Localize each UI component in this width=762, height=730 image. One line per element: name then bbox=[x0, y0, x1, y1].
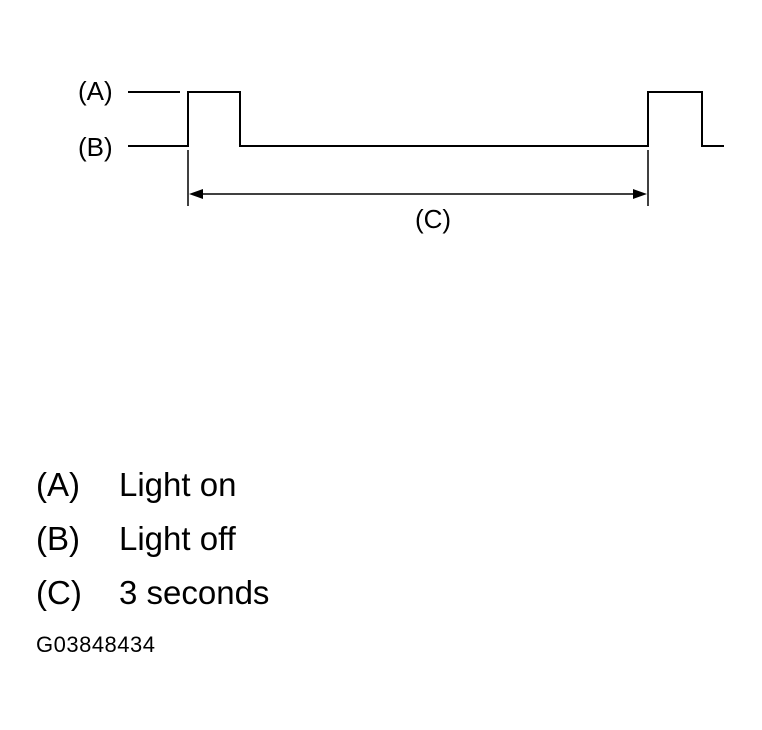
legend-item-a: (A) Light on bbox=[36, 458, 269, 512]
figure-id: G03848434 bbox=[36, 632, 156, 657]
legend-key: (C) bbox=[36, 574, 82, 611]
legend-item-c: (C) 3 seconds bbox=[36, 566, 269, 620]
legend-text: Light on bbox=[119, 466, 237, 503]
period-label: (C) bbox=[415, 204, 451, 234]
light-signal-waveform bbox=[180, 91, 724, 147]
legend: (A) Light on (B) Light off (C) 3 seconds bbox=[36, 458, 269, 620]
arrowhead-right-icon bbox=[633, 189, 647, 199]
timing-diagram: (A) (B) (C) bbox=[0, 0, 762, 260]
legend-key: (A) bbox=[36, 466, 80, 503]
legend-key: (B) bbox=[36, 520, 80, 557]
level-b-label: (B) bbox=[78, 132, 113, 162]
legend-text: 3 seconds bbox=[119, 574, 270, 611]
arrowhead-left-icon bbox=[189, 189, 203, 199]
level-a-label: (A) bbox=[78, 76, 113, 106]
legend-text: Light off bbox=[119, 520, 236, 557]
legend-item-b: (B) Light off bbox=[36, 512, 269, 566]
timing-diagram-svg: (A) (B) (C) bbox=[78, 76, 724, 234]
